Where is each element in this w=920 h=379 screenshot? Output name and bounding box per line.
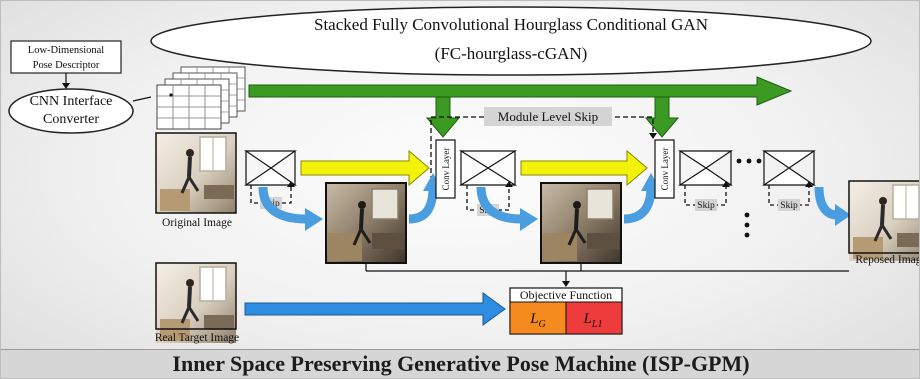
curved-arrow-1 bbox=[258, 186, 307, 224]
hourglass-4: Skip bbox=[762, 150, 816, 211]
yellow-arrow-1 bbox=[300, 149, 430, 187]
reposed-image-label: Reposed Image bbox=[855, 254, 920, 266]
conv-layer-label-1: Conv Layer bbox=[441, 148, 451, 191]
descriptor-arrowhead bbox=[62, 83, 70, 89]
cnn-converter: CNN Interface Converter bbox=[8, 88, 134, 134]
module-level-skip: Module Level Skip bbox=[430, 107, 657, 189]
converter-line1: CNN Interface bbox=[30, 94, 113, 109]
target-blue-arrow bbox=[244, 292, 506, 326]
descriptor-line2: Pose Descriptor bbox=[33, 60, 100, 71]
hourglass-3: Skip bbox=[677, 150, 733, 211]
converter-line2: Converter bbox=[43, 112, 99, 127]
skip-label-4: Skip bbox=[780, 201, 798, 211]
generated-image-1 bbox=[324, 181, 408, 265]
loss-l1-box bbox=[565, 301, 623, 335]
loss-g-box bbox=[509, 301, 567, 335]
skip-label-3: Skip bbox=[697, 201, 715, 211]
curved-arrow-3 bbox=[476, 186, 522, 224]
ellipsis-horizontal bbox=[736, 158, 762, 164]
curved-arrow-5 bbox=[814, 186, 838, 220]
footer-bar bbox=[1, 349, 919, 378]
descriptor-line1: Low-Dimensional bbox=[28, 45, 104, 56]
conv-layer-1: Conv Layer bbox=[435, 139, 456, 199]
original-image bbox=[154, 131, 238, 215]
pose-heatmap-stack bbox=[156, 66, 246, 130]
conv-layer-2: Conv Layer bbox=[654, 139, 675, 199]
real-target-image bbox=[154, 261, 238, 345]
loss-l1-label: LL1 bbox=[583, 311, 603, 330]
footer-title: Inner Space Preserving Generative Pose M… bbox=[172, 351, 750, 376]
ellipsis-vertical bbox=[744, 212, 750, 238]
curved-arrow-4 bbox=[623, 186, 656, 224]
curved-arrow-2 bbox=[408, 186, 438, 224]
objective-title: Objective Function bbox=[520, 288, 612, 302]
real-target-label: Real Target Image bbox=[155, 332, 239, 344]
output-connectors bbox=[365, 263, 849, 283]
pose-descriptor-box: Low-Dimensional Pose Descriptor bbox=[10, 40, 122, 74]
original-image-label: Original Image bbox=[162, 217, 232, 229]
cgan-ellipse: Stacked Fully Convolutional Hourglass Co… bbox=[150, 6, 872, 76]
reposed-image bbox=[847, 179, 919, 263]
conv-layer-label-2: Conv Layer bbox=[660, 148, 670, 191]
module-skip-label: Module Level Skip bbox=[498, 109, 598, 124]
objective-function-box: Objective Function LG LL1 bbox=[509, 287, 623, 335]
green-down-arrow-2 bbox=[644, 96, 680, 138]
generated-image-2 bbox=[539, 181, 623, 265]
cgan-title: Stacked Fully Convolutional Hourglass Co… bbox=[314, 15, 708, 34]
yellow-arrow-2 bbox=[520, 149, 648, 187]
cgan-subtitle: (FC-hourglass-cGAN) bbox=[435, 44, 588, 63]
loss-g-label: LG bbox=[529, 311, 546, 330]
